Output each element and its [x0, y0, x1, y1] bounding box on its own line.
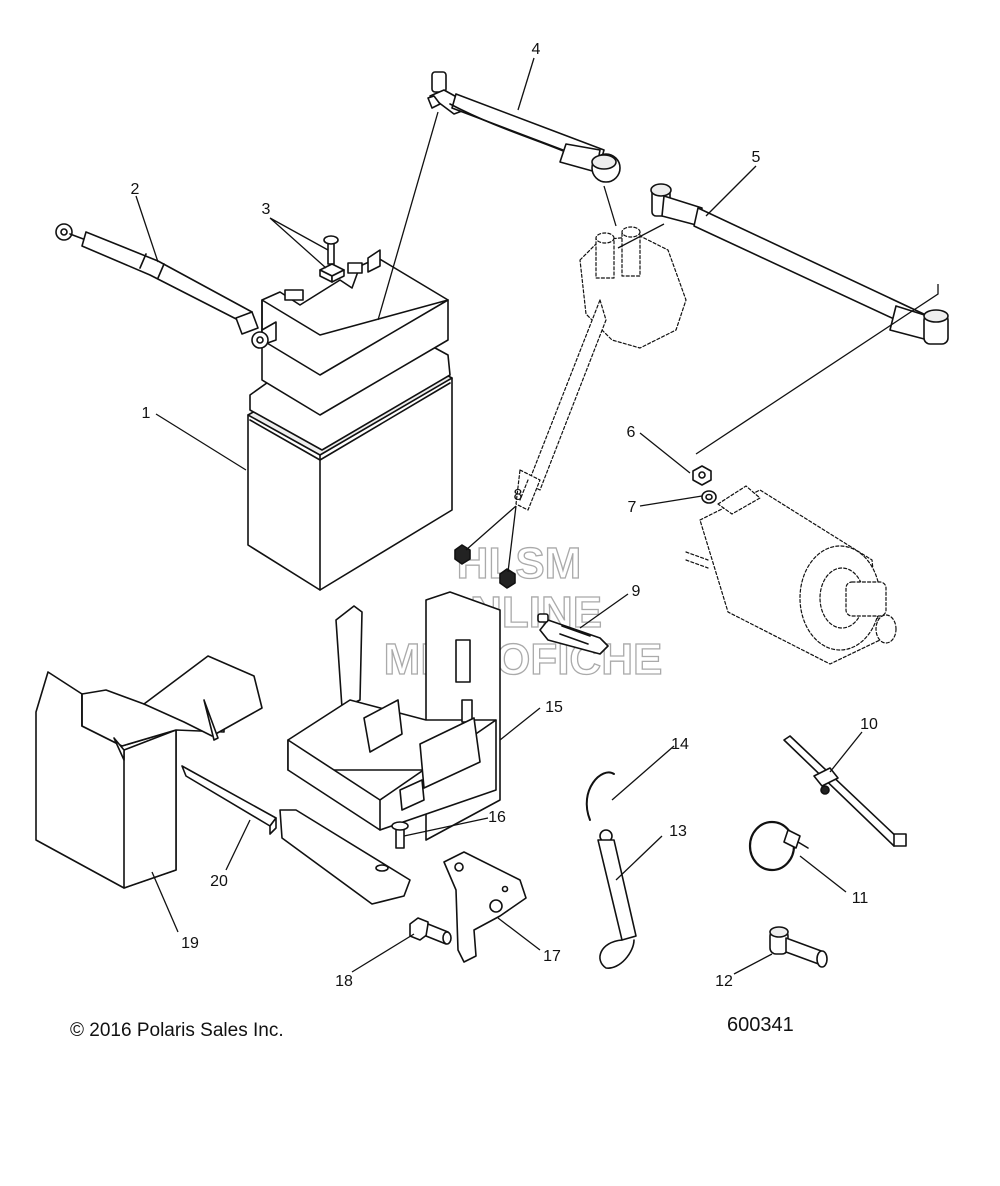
callout-15: 15	[545, 699, 563, 716]
battery-box	[279, 591, 501, 905]
terminal-boot	[769, 926, 828, 968]
leader-lines	[135, 57, 939, 975]
callout-3: 3	[262, 201, 271, 218]
mounting-plate	[443, 851, 527, 963]
starter-cable	[650, 183, 949, 345]
cable-tie-loop	[748, 820, 809, 872]
diagram-code: 600341	[727, 1014, 794, 1036]
copyright-notice: © 2016 Polaris Sales Inc.	[70, 1020, 284, 1041]
callout-labels: 1 2 3 4 5 6 7 8 9 10 11 12 13 14 15 16 1…	[131, 41, 878, 990]
callout-20: 20	[210, 873, 228, 890]
battery-strap	[597, 829, 637, 969]
callout-13: 13	[669, 823, 687, 840]
battery-cable-long	[427, 71, 621, 183]
callout-18: 18	[335, 973, 353, 990]
battery-cover	[35, 655, 263, 889]
callout-9: 9	[632, 583, 641, 600]
foam-pad	[181, 765, 277, 835]
callout-11: 11	[852, 890, 869, 907]
strap-bracket	[537, 613, 609, 655]
flange-bolt	[409, 917, 452, 945]
callout-14: 14	[671, 736, 689, 753]
starter-motor	[685, 485, 897, 665]
callout-19: 19	[181, 935, 199, 952]
callout-7: 7	[628, 499, 637, 516]
callout-8: 8	[514, 487, 523, 504]
hook	[585, 771, 615, 821]
battery	[247, 249, 453, 591]
watermark-line-1: HLSM	[457, 539, 582, 588]
box-bolt	[391, 821, 409, 849]
cable-tie-clip	[783, 735, 907, 847]
nut	[692, 465, 712, 486]
callout-17: 17	[543, 948, 561, 965]
callout-6: 6	[627, 424, 636, 441]
callout-2: 2	[131, 181, 140, 198]
solenoid	[515, 226, 687, 511]
washer	[701, 490, 717, 504]
callout-10: 10	[860, 716, 878, 733]
callout-4: 4	[532, 41, 541, 58]
screw-and-nut	[319, 235, 345, 283]
callout-16: 16	[488, 809, 506, 826]
battery-cable-short	[55, 223, 269, 349]
callout-12: 12	[715, 973, 733, 990]
callout-1: 1	[142, 405, 151, 422]
callout-5: 5	[752, 149, 761, 166]
